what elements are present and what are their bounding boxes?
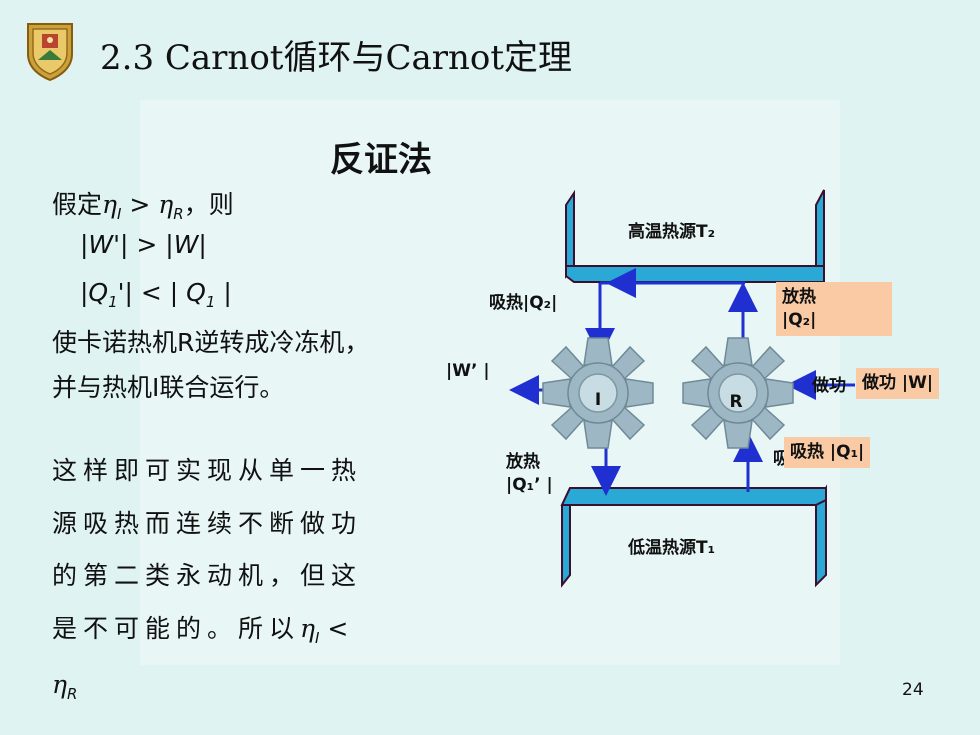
release-q1-prime-label: 放热 |Q₁’ | [506,452,553,495]
page-number: 24 [902,680,924,700]
conclusion-line-1: 这样即可实现从单一热 [52,456,363,485]
section-subtitle: 反证法 [330,140,432,180]
work-w-box: 做功 |W| [856,368,940,399]
work-w-hidden-label: 做功 [812,376,846,396]
cold-reservoir [560,484,827,588]
conclusion-line-5: ηR [52,670,78,703]
engine-R-label: R [729,392,742,412]
combined-run-line: 并与热机I联合运行。 [52,373,285,402]
absorb-q2-label: 吸热|Q₂| [489,293,558,313]
work-inequality: |W'| > |W| [80,230,207,259]
engine-I-label: I [595,390,601,410]
conclusion-line-3: 的第二类永动机，但这 [52,561,363,590]
engine-R-gear-icon [682,337,794,449]
engine-I-gear-icon [542,337,654,449]
absorb-q1-box: 吸热 |Q₁| [784,437,871,468]
university-emblem-icon [27,23,73,82]
work-w-prime-label: |W’ | [446,361,490,381]
heat-inequality: |Q1'| < | Q1 | [80,278,232,311]
assumption-line: 假定ηI > ηR，则 [52,190,234,223]
conclusion-line-2: 源吸热而连续不断做功 [52,509,363,538]
cold-source-label: 低温热源T₁ [627,537,715,558]
release-q2-box: 放热 |Q₂| [776,282,892,336]
page-title: 2.3 Carnot循环与Carnot定理 [100,38,573,78]
reverse-engine-line: 使卡诺热机R逆转成冷冻机， [52,328,370,357]
hot-source-label: 高温热源T₂ [628,221,715,242]
conclusion-line-4: 是不可能的。所以ηI < [52,614,349,647]
